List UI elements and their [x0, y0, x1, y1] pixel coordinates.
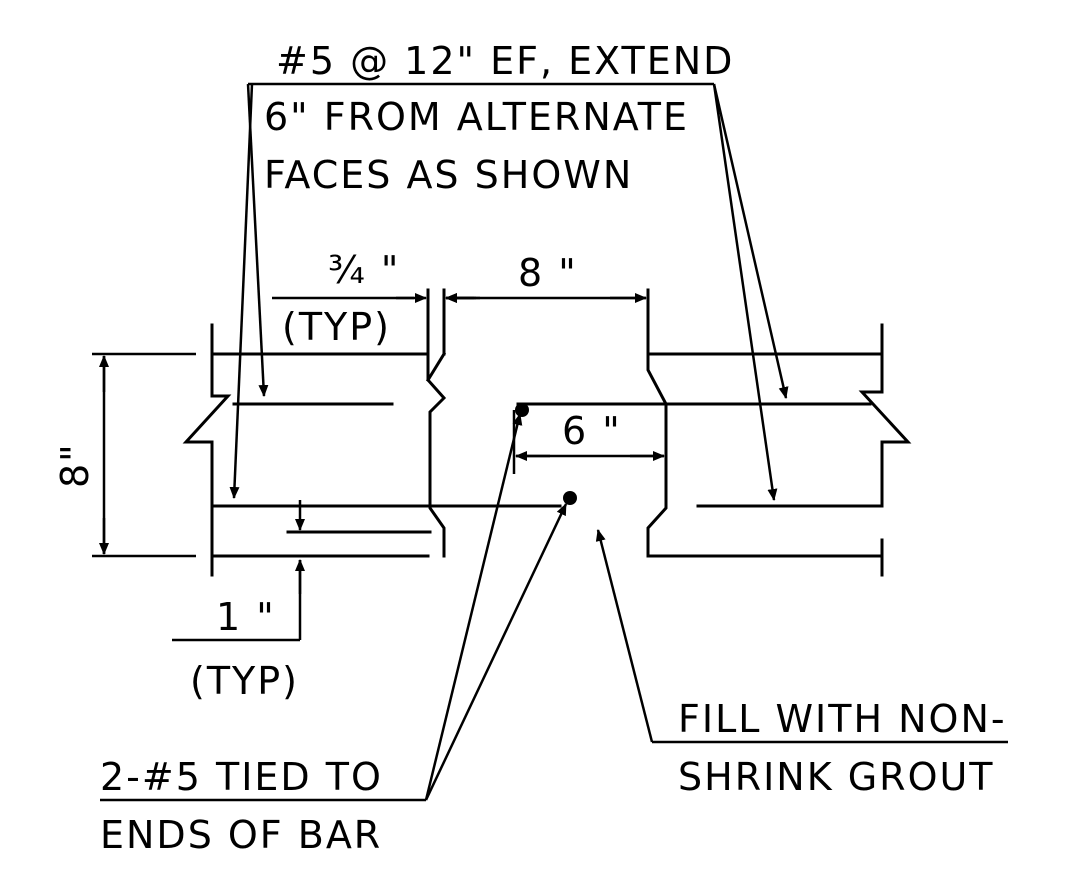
rebar-note-line-2: 6" FROM ALTERNATE — [264, 95, 689, 139]
grout-leader — [595, 529, 1008, 744]
left-joint-face — [425, 288, 447, 558]
cover-dimension-label: 1 " — [216, 595, 276, 639]
tied-bar-upper-dot — [515, 403, 529, 417]
tied-bar-lower-dot — [563, 491, 577, 505]
joint-width-label: 8 " — [518, 251, 578, 295]
grout-note-line-2: SHRINK GROUT — [678, 755, 995, 799]
cover-dimension — [172, 500, 305, 642]
depth-dimension — [92, 352, 196, 558]
rebar-note-line-3: FACES AS SHOWN — [264, 153, 633, 197]
lap-dimension — [512, 410, 665, 474]
gap-typ-label: (TYP) — [282, 305, 391, 349]
depth-dimension-label: 8" — [53, 442, 97, 488]
tied-note-line-1: 2-#5 TIED TO — [100, 755, 383, 799]
rebar-note-line-1: #5 @ 12" EF, EXTEND — [276, 39, 734, 83]
right-joint-face — [646, 288, 668, 558]
cover-typ-label: (TYP) — [190, 659, 299, 703]
lap-dimension-label: 6 " — [562, 409, 622, 453]
rebar-note-leaders — [229, 82, 789, 501]
gap-dimension-label: ¾ " — [328, 248, 400, 292]
left-slab — [182, 323, 430, 577]
rebar-bars — [210, 402, 884, 534]
grout-note-line-1: FILL WITH NON- — [678, 697, 1007, 741]
tied-bar-leaders — [100, 413, 568, 802]
right-slab — [646, 323, 912, 577]
tied-note-line-2: ENDS OF BAR — [100, 813, 382, 857]
